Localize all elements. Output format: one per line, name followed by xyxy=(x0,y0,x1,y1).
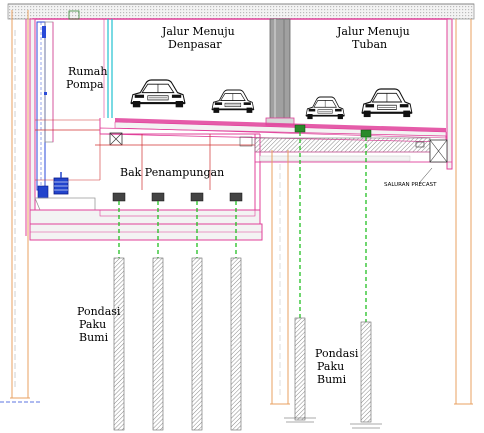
right-pile-axes xyxy=(299,132,367,322)
left-outer-wall xyxy=(10,10,36,399)
car-4 xyxy=(361,88,413,118)
label-foundation-left-1: Pondasi xyxy=(77,305,121,318)
label-road-right-2: Tuban xyxy=(352,38,387,51)
cyan-channel xyxy=(68,10,113,118)
left-pile-caps xyxy=(112,192,243,202)
label-foundation-right-2: Paku xyxy=(317,360,344,373)
label-foundation-left-2: Paku xyxy=(79,318,106,331)
label-reservoir: Bak Penampungan xyxy=(120,166,224,179)
label-road-right-1: Jalur Menuju xyxy=(336,25,410,38)
left-ground-piles xyxy=(113,257,242,431)
right-outer-wall xyxy=(446,18,473,405)
label-foundation-right-3: Bumi xyxy=(317,373,347,386)
label-precast-channel: SALURAN PRECAST xyxy=(384,182,437,188)
left-pile-axes xyxy=(118,201,237,258)
label-foundation-left-3: Bumi xyxy=(79,331,109,344)
middle-room xyxy=(95,132,261,215)
label-pump-house-2: Pompa xyxy=(66,78,104,91)
road-hatch-base xyxy=(254,137,452,163)
car-1 xyxy=(130,79,186,108)
right-ground-piles xyxy=(284,317,382,429)
label-foundation-right-1: Pondasi xyxy=(315,347,359,360)
car-3 xyxy=(305,96,345,120)
precast-channel-box xyxy=(415,139,448,183)
pump-unit xyxy=(37,172,69,199)
orange-piles-center xyxy=(270,150,290,405)
label-pump-house-1: Rumah xyxy=(68,65,107,78)
roof-slab xyxy=(7,3,475,20)
label-road-left-2: Denpasar xyxy=(168,38,222,51)
label-road-left-1: Jalur Menuju xyxy=(161,25,235,38)
center-column xyxy=(265,18,295,126)
car-2 xyxy=(211,89,255,114)
pump-house-pipes xyxy=(36,21,54,191)
base-slab xyxy=(29,197,263,241)
